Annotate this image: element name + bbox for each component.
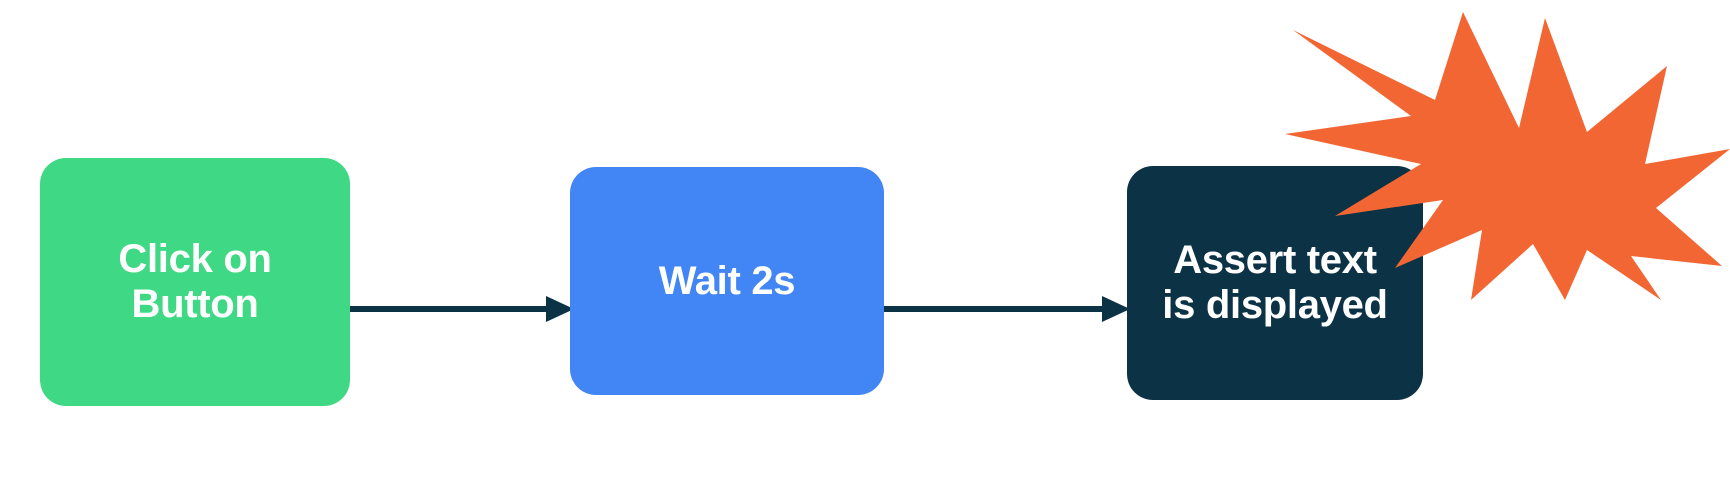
- node-assert-text-is-displayed[interactable]: Assert text is displayed: [1127, 166, 1423, 400]
- node-assert-text-is-displayed-label: Assert text is displayed: [1162, 238, 1388, 327]
- node-wait-2s[interactable]: Wait 2s: [570, 167, 884, 395]
- arrowhead-icon: [546, 296, 574, 322]
- node-click-on-button[interactable]: Click on Button: [40, 158, 350, 406]
- node-wait-2s-label: Wait 2s: [658, 258, 796, 303]
- node-click-on-button-label: Click on Button: [118, 237, 272, 326]
- connector-wait-to-assert: [884, 296, 1130, 322]
- connector-click-to-wait: [350, 296, 574, 322]
- arrowhead-icon: [1102, 296, 1130, 322]
